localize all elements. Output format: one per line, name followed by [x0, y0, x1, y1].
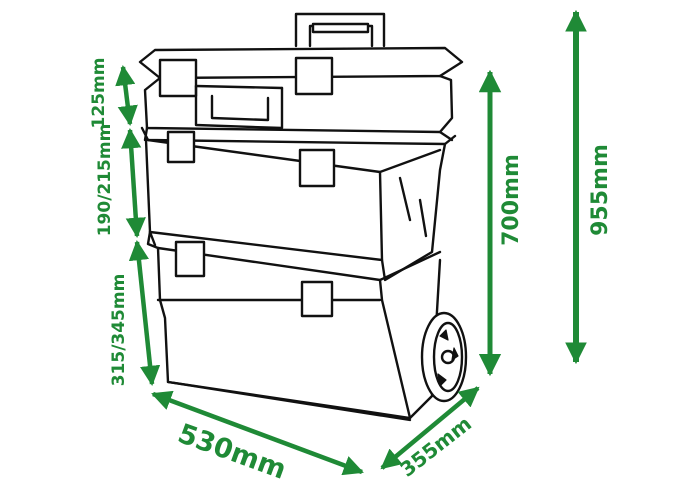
middle-box-height-label: 190/215mm: [95, 124, 115, 237]
top-tray-height-arrow: [115, 64, 138, 127]
telescopic-handle: [294, 12, 386, 48]
wheel: [420, 311, 468, 403]
width-arrow: [151, 390, 364, 476]
dimension-arrows: [115, 9, 587, 476]
bottom-box-height-label: 315/345mm: [109, 274, 129, 387]
width-label: 530mm: [174, 418, 290, 486]
dimension-labels: 125mm 190/215mm 315/345mm 530mm 355mm 70…: [89, 58, 613, 486]
top-tray-height-label: 125mm: [89, 58, 109, 129]
stacked-height-label: 700mm: [499, 154, 524, 246]
toolbox-drawing: [138, 12, 468, 422]
total-height-label: 955mm: [588, 144, 613, 236]
depth-arrow: [380, 386, 480, 470]
middle-box-height-arrow: [121, 127, 146, 239]
bottom-box-height-arrow: [128, 239, 161, 387]
bottom-box: [146, 230, 442, 422]
top-organizer-tray: [138, 46, 464, 142]
